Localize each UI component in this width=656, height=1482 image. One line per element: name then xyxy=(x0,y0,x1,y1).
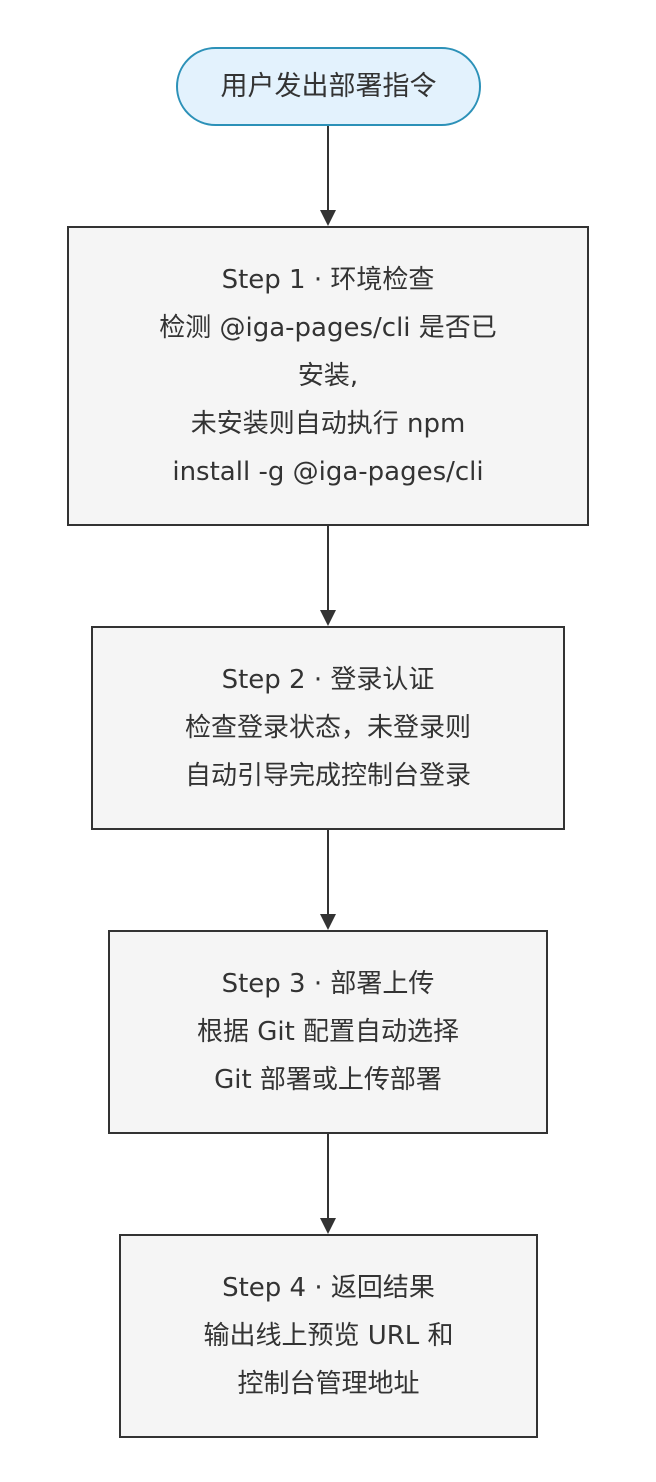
start-node: 用户发出部署指令 xyxy=(176,47,481,126)
step1-title: Step 1 · 环境检查 xyxy=(221,265,435,295)
step3-line-2: Git 部署或上传部署 xyxy=(214,1065,442,1095)
step2-title: Step 2 · 登录认证 xyxy=(221,665,435,695)
step3-node: Step 3 · 部署上传 根据 Git 配置自动选择 Git 部署或上传部署 xyxy=(108,930,548,1134)
step1-line-1: 检测 @iga-pages/cli 是否已 xyxy=(159,313,497,343)
step3-line-1: 根据 Git 配置自动选择 xyxy=(196,1017,460,1047)
step2-line-2: 自动引导完成控制台登录 xyxy=(184,761,471,791)
step4-line-1: 输出线上预览 URL 和 xyxy=(203,1321,454,1351)
start-label: 用户发出部署指令 xyxy=(220,70,437,102)
arrowhead-step1 xyxy=(320,210,336,226)
step2-line-1: 检查登录状态，未登录则 xyxy=(184,713,471,743)
step1-line-2: 安装, xyxy=(297,361,359,391)
step4-title: Step 4 · 返回结果 xyxy=(222,1273,435,1303)
arrowhead-step4 xyxy=(320,1218,336,1234)
step1-line-4: install -g @iga-pages/cli xyxy=(172,457,484,487)
step1-line-3: 未安装则自动执行 npm xyxy=(190,409,466,439)
arrowhead-step2 xyxy=(320,610,336,626)
arrowhead-step3 xyxy=(320,914,336,930)
step4-node: Step 4 · 返回结果 输出线上预览 URL 和 控制台管理地址 xyxy=(119,1234,538,1438)
step4-line-2: 控制台管理地址 xyxy=(237,1369,420,1399)
step2-node: Step 2 · 登录认证 检查登录状态，未登录则 自动引导完成控制台登录 xyxy=(91,626,565,830)
step3-title: Step 3 · 部署上传 xyxy=(221,969,435,999)
step1-node: Step 1 · 环境检查 检测 @iga-pages/cli 是否已 安装, … xyxy=(67,226,589,526)
